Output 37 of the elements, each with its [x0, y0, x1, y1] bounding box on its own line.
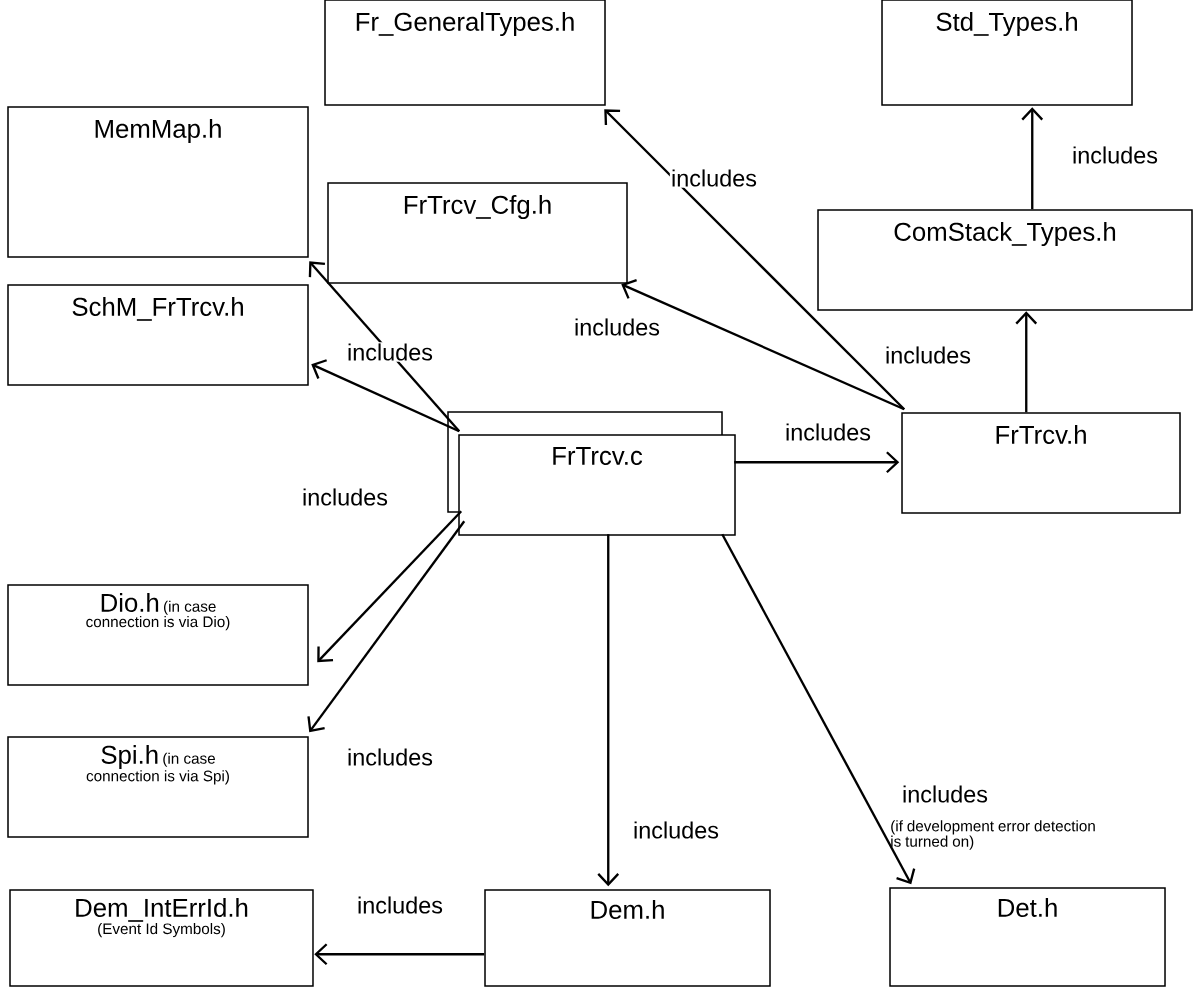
file-box: FrTrcv.c — [447, 411, 736, 536]
edge-label: includes — [572, 317, 662, 337]
file-box: Dem.h — [484, 889, 771, 987]
arrow — [721, 533, 916, 885]
edge-label: includes — [300, 487, 390, 507]
arrow — [1015, 311, 1038, 413]
arrow — [308, 261, 461, 433]
edge-label: includes — [631, 820, 721, 840]
edge-label: includes — [345, 747, 435, 767]
arrow — [597, 534, 620, 887]
edge-label: includes — [783, 422, 873, 442]
arrow — [1021, 107, 1044, 210]
file-box: FrTrcv_Cfg.h — [327, 182, 628, 284]
file-box: Dem_IntErrId.h (Event Id Symbols) — [9, 889, 314, 987]
file-box: Spi.h (in case connection is via Spi) — [7, 736, 309, 838]
file-box: MemMap.h — [7, 106, 309, 258]
edge-label: includes — [669, 168, 759, 188]
file-box: SchM_FrTrcv.h — [7, 284, 309, 386]
arrow — [604, 109, 906, 411]
arrow — [621, 279, 905, 411]
arrow — [307, 520, 466, 733]
note-text: (if development error detection is turned on) — [891, 820, 1095, 850]
arrow — [317, 510, 463, 663]
file-box: ComStack_Types.h — [817, 209, 1193, 311]
arrow — [734, 451, 900, 474]
file-box: Fr_GeneralTypes.h — [324, 0, 606, 106]
arrow — [311, 359, 460, 433]
file-box: FrTrcv.h — [901, 412, 1181, 514]
file-box: Std_Types.h — [881, 0, 1133, 106]
edge-label: includes — [900, 784, 990, 804]
edge-label: includes — [1070, 145, 1160, 165]
edge-label: includes — [355, 895, 445, 915]
arrow — [314, 943, 485, 966]
edge-label: includes — [883, 345, 973, 365]
edge-label: includes — [345, 342, 435, 362]
file-box: Dio.h (in case connection is via Dio) — [7, 584, 309, 686]
file-box: Det.h — [889, 887, 1166, 987]
